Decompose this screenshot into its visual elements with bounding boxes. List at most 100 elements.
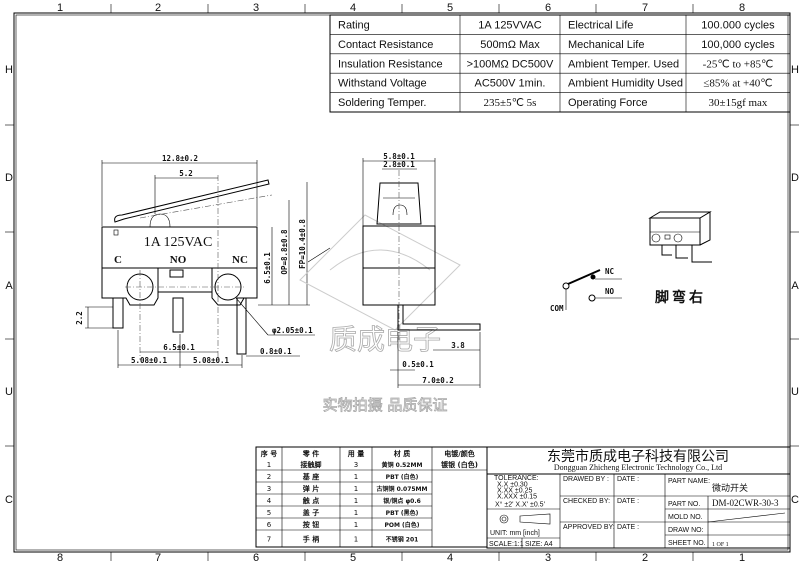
parts-table-cell: 基 座 xyxy=(302,472,319,481)
frame-column-label: 1 xyxy=(57,2,63,14)
frame-column-label: 8 xyxy=(57,552,63,564)
spec-cell: 30±15gf max xyxy=(709,97,768,109)
parts-table-cell: 4 xyxy=(267,497,272,505)
parts-table-cell: PBT (黑色) xyxy=(386,509,419,517)
dim-hole-dia: φ2.05±0.1 xyxy=(272,326,313,335)
parts-table-cell: 1 xyxy=(267,461,271,469)
parts-table-cell: 1 xyxy=(354,497,358,505)
terminal-c-label: C xyxy=(114,254,122,266)
spec-cell: 500mΩ Max xyxy=(480,39,540,51)
mold-no-label: MOLD NO. xyxy=(668,514,703,521)
parts-table-cell: 手 柄 xyxy=(303,535,319,544)
dim-op: OP=8.8±0.8 xyxy=(280,229,289,275)
frame-column-label: 5 xyxy=(350,552,356,564)
company-name-cn: 东莞市质成电子科技有限公司 xyxy=(547,448,729,465)
frame-column-label: 6 xyxy=(253,552,259,564)
terminal-nc-label: NC xyxy=(232,254,248,266)
spec-cell: Ambient Temper. Used xyxy=(568,58,679,70)
projection-symbol-icon xyxy=(499,513,551,525)
parts-table-cell: 3 xyxy=(354,461,358,469)
tolerance-1: X.X ±0.30 xyxy=(497,482,528,489)
frame-row-label: H xyxy=(5,64,13,76)
tolerance-2: X.XX ±0.25 xyxy=(497,488,532,495)
dim-bend: 3.8 xyxy=(451,341,465,350)
frame-column-label: 7 xyxy=(642,2,648,14)
parts-table-cell: 触 点 xyxy=(302,496,319,505)
sheet-no-value: 1 OF 1 xyxy=(712,542,729,548)
side-view: 5.8±0.1 2.8±0.1 3.8 0.5±0.1 7.0±0.2 xyxy=(362,152,481,388)
parts-table-cell: 6 xyxy=(267,521,272,529)
parts-table-header: 序 号 xyxy=(260,449,277,458)
frame-column-label: 2 xyxy=(642,552,648,564)
parts-table-cell: 5 xyxy=(267,509,271,517)
drawn-by-label: DRAWED BY : xyxy=(563,476,609,483)
parts-table-cell: 银/铜点 φ0.6 xyxy=(383,497,421,505)
parts-table-cell: 3 xyxy=(267,485,271,493)
parts-table-cell: 1 xyxy=(354,521,358,529)
part-no-label: PART NO. xyxy=(668,501,700,508)
spec-cell: Insulation Resistance xyxy=(338,58,443,70)
parts-table-cell: 镀银 (白色) xyxy=(441,460,478,469)
frame-row-label: D xyxy=(791,172,799,184)
spec-cell: AC500V 1min. xyxy=(475,78,546,90)
checked-by-label: CHECKED BY: xyxy=(563,498,610,505)
frame-column-label: 3 xyxy=(253,2,259,14)
watermark-slogan: 实物拍摄 品质保证 xyxy=(323,396,448,414)
frame-row-label: A xyxy=(5,280,13,292)
terminal-no-label: NO xyxy=(170,254,187,266)
spec-cell: Soldering Temper. xyxy=(338,97,426,109)
parts-table-cell: 接触脚 xyxy=(301,460,322,469)
dim-height: 6.5±0.1 xyxy=(263,252,272,284)
watermark: 质成电子 实物拍摄 品质保证 xyxy=(299,214,461,414)
sheet-no-label: SHEET NO. xyxy=(668,540,706,547)
date-label-3: DATE : xyxy=(617,524,639,531)
front-view: 1A 125VAC C NO NC 12.8±0.2 5.2 6.5±0.1 O… xyxy=(75,154,331,368)
spec-cell: 235±5℃ 5s xyxy=(484,97,537,109)
frame-row-label: A xyxy=(791,280,799,292)
part-name-value: 微动开关 xyxy=(712,482,748,494)
frame-column-label: 4 xyxy=(447,552,453,564)
parts-table-header: 电镀/颜色 xyxy=(444,449,475,458)
parts-table-cell: 1 xyxy=(354,536,358,544)
parts-table-header: 零 件 xyxy=(302,449,319,458)
rating-label: 1A 125VAC xyxy=(144,235,213,250)
parts-table-cell: 弹 片 xyxy=(303,484,319,493)
frame-row-label: D xyxy=(5,172,13,184)
part-no-value: DM-02CWR-30-3 xyxy=(712,498,779,508)
dim-pitch-2: 5.08±0.1 xyxy=(193,356,230,365)
spec-cell: Rating xyxy=(338,20,370,32)
spec-cell: Electrical Life xyxy=(568,20,633,32)
spec-cell: Contact Resistance xyxy=(338,39,433,51)
parts-table-cell: POM (白色) xyxy=(384,521,419,529)
parts-table-header: 材 质 xyxy=(393,449,410,458)
dim-fp: FP=10.4±0.8 xyxy=(298,219,307,269)
unit-label: UNIT: mm [inch] xyxy=(490,530,540,537)
parts-table-cell: 1 xyxy=(354,473,358,481)
frame-row-label: H xyxy=(791,64,799,76)
switch-3d-image xyxy=(648,211,712,263)
schematic-no-label: NO xyxy=(605,287,615,296)
parts-table-cell: 1 xyxy=(354,509,358,517)
dim-pin-width: 0.8±0.1 xyxy=(260,347,292,356)
spec-cell: Mechanical Life xyxy=(568,39,644,51)
spec-cell: 100.000 cycles xyxy=(701,20,775,32)
spec-cell: >100MΩ DC500V xyxy=(467,58,554,70)
tolerance-label: TOLERANCE: xyxy=(494,475,539,482)
tolerance-3: X.XXX ±0.15 xyxy=(497,494,537,501)
frame-column-label: 8 xyxy=(739,2,745,14)
title-block: 东莞市质成电子科技有限公司 Dongguan Zhicheng Electron… xyxy=(486,446,791,549)
frame-column-label: 7 xyxy=(155,552,161,564)
dim-actuator: 2.8±0.1 xyxy=(383,160,415,169)
dim-side-width: 5.8±0.1 xyxy=(383,152,415,161)
spec-cell: 1A 125VVAC xyxy=(478,20,541,32)
spec-cell: ≤85% at +40℃ xyxy=(703,78,772,90)
spec-cell: Withstand Voltage xyxy=(338,78,427,90)
schematic-nc-label: NC xyxy=(605,267,614,276)
parts-table-cell: 2 xyxy=(267,473,271,481)
spec-table: Rating 1A 125VVAC Electrical Life 100.000 c… xyxy=(329,14,791,113)
dim-pitch-1: 5.08±0.1 xyxy=(131,356,168,365)
dim-lever: 5.2 xyxy=(179,169,193,178)
tolerance-angles: X° ±2' X.X' ±0.5' xyxy=(495,501,545,509)
